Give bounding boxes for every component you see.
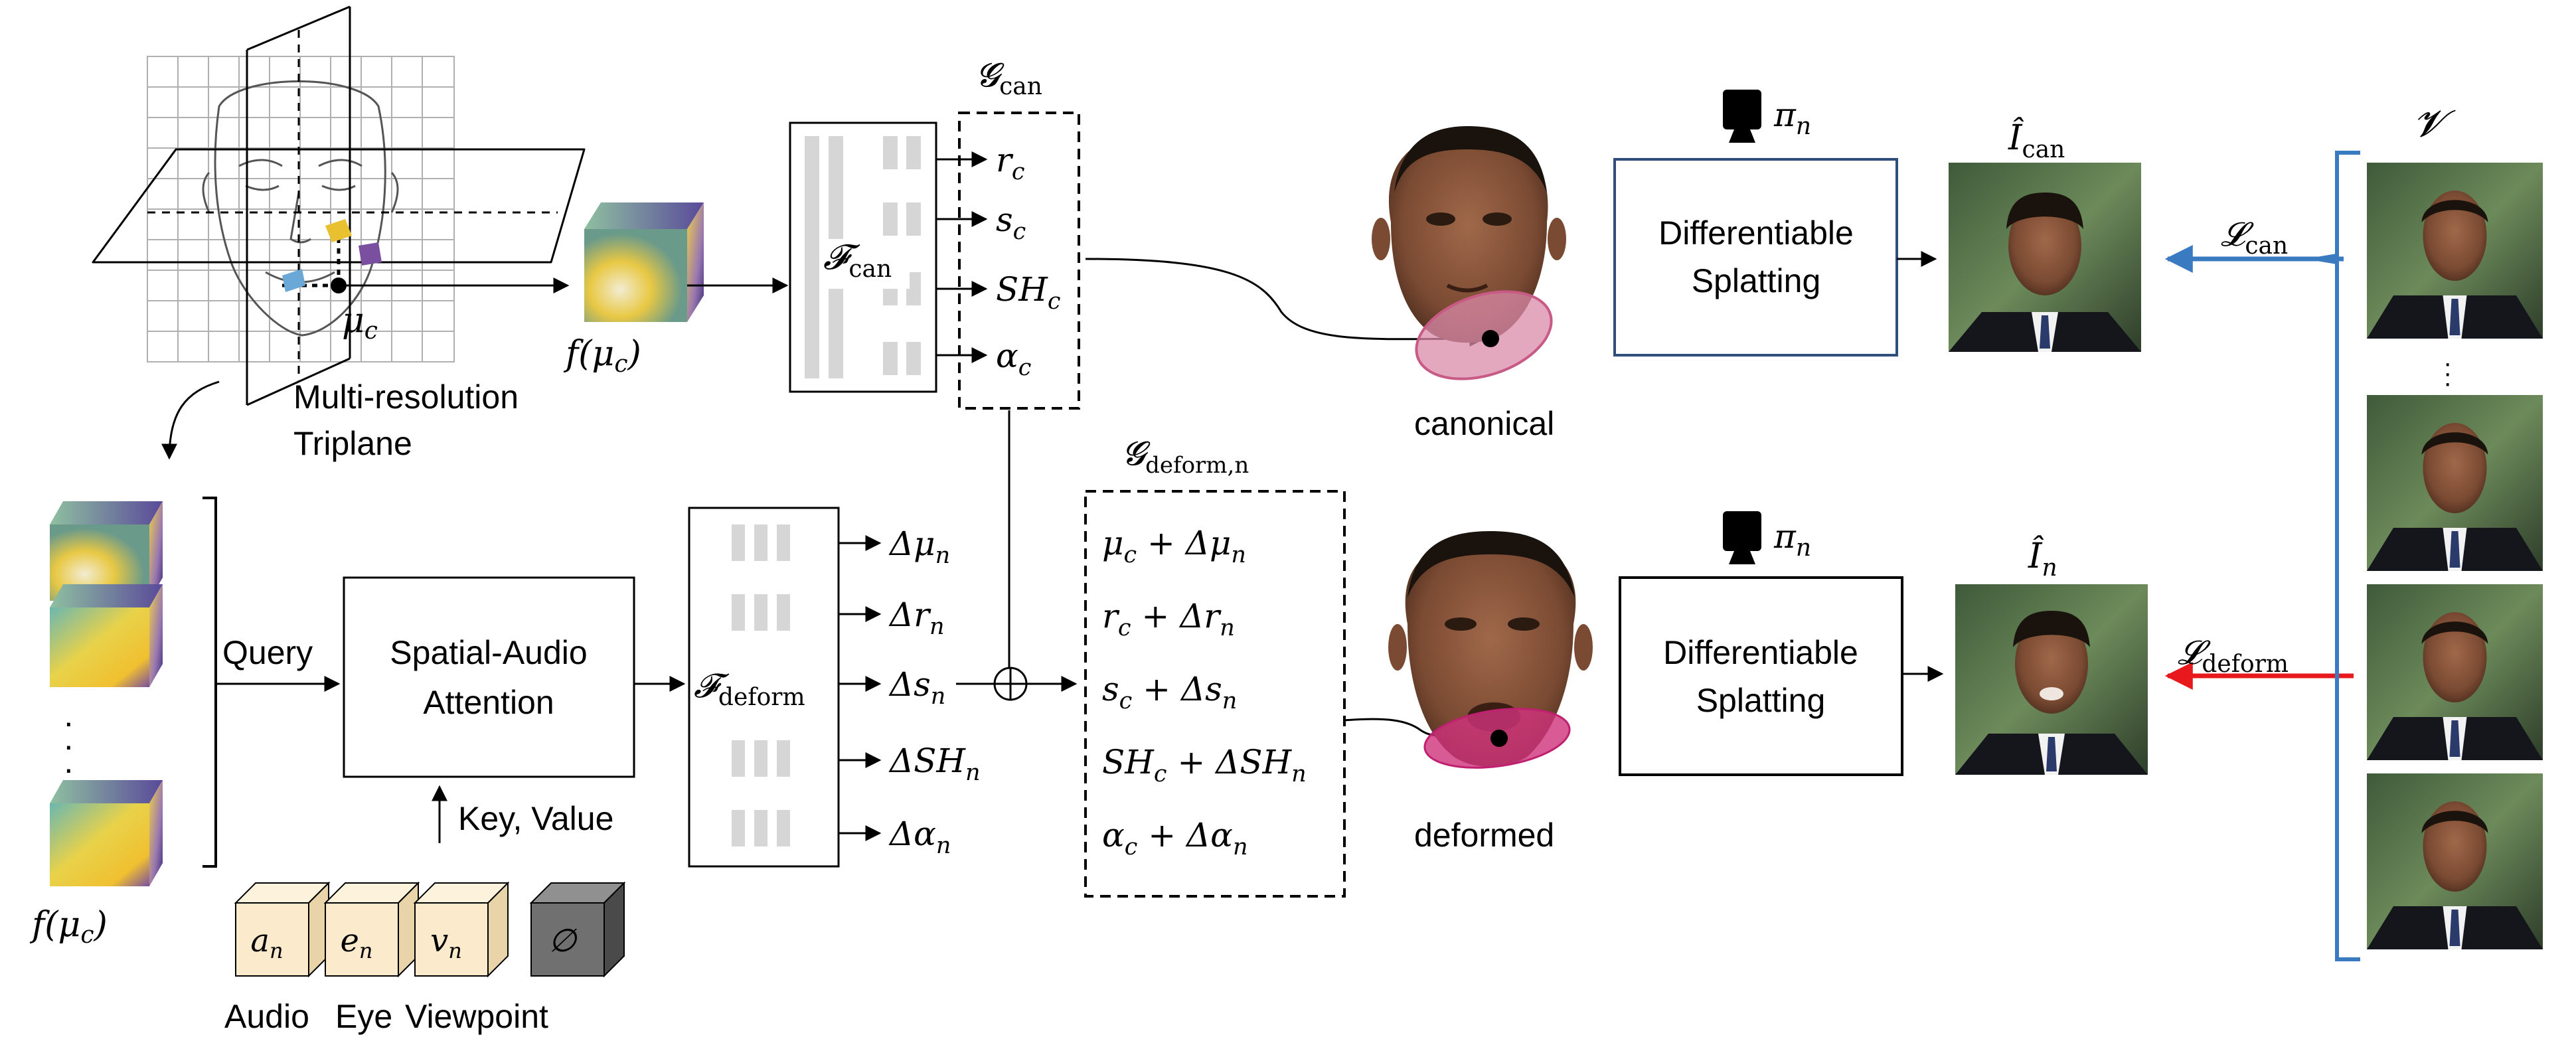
I-n-image: În <box>1955 535 2148 775</box>
deform-output-2: Δsn <box>888 665 945 710</box>
video-frame-1 <box>2367 395 2543 571</box>
canonical-face: canonical <box>1372 126 1566 442</box>
splat-can-line2: Splatting <box>1692 262 1821 299</box>
condition-symbol-0: an <box>250 922 283 963</box>
can-output-3: αc <box>996 337 1031 381</box>
G-deform-label: 𝓖deform,n <box>1122 434 1249 479</box>
condition-cube-1: en <box>323 881 420 978</box>
key-value-label: Key, Value <box>458 800 613 837</box>
splat-deform-line1: Differentiable <box>1663 634 1858 671</box>
deform-output-3: ΔSHn <box>888 742 981 786</box>
condition-symbol-1: en <box>340 922 372 963</box>
condition-cube-2: vn <box>413 881 510 978</box>
attention-line2: Attention <box>423 684 554 721</box>
deform-output-4: Δαn <box>888 815 951 859</box>
video-bracket <box>2316 151 2360 961</box>
splat-can-line1: Differentiable <box>1658 214 1854 252</box>
condition-label-2: Viewpoint <box>405 998 548 1035</box>
deform-output-1: Δrn <box>888 596 945 640</box>
F-can-label: 𝓕can <box>823 238 892 283</box>
triplane: μc Multi-resolution Triplane <box>92 5 586 462</box>
condition-symbol-3: ∅ <box>548 922 578 959</box>
splat-deform-line2: Splatting <box>1696 682 1826 719</box>
condition-symbol-2: vn <box>430 922 462 963</box>
video-dots: · <box>2443 359 2452 388</box>
condition-cube-3: ∅ <box>529 881 626 978</box>
attention-block: Spatial-Audio Attention <box>343 576 635 778</box>
splatting-canonical: πn Differentiable Splatting <box>1613 90 1898 357</box>
feature-cube: f(μc) <box>563 202 704 378</box>
feature-label-left: f(μc) <box>29 905 108 949</box>
deform-sum-0: μc + Δμn <box>1102 524 1246 568</box>
I-n-label: În <box>2028 535 2057 582</box>
mu-c-point <box>331 278 347 293</box>
svg-text:·: · <box>2443 349 2452 378</box>
triplane-grid <box>147 56 455 362</box>
arrow-Gcan-to-canonical <box>1085 258 1486 347</box>
triplane-label-1: Multi-resolution <box>293 378 519 416</box>
pi-n-label-deform: πn <box>1773 517 1811 562</box>
video-frames <box>2367 163 2543 949</box>
G-can-label: 𝓖can <box>976 56 1042 100</box>
video-frame-3 <box>2367 773 2543 949</box>
feature-stack: · · · f(μc) <box>29 497 217 949</box>
stack-dots: · <box>63 704 74 741</box>
video-frame-2 <box>2367 584 2543 760</box>
deformed-label: deformed <box>1414 817 1554 854</box>
F-can-network: 𝓕can <box>789 121 937 393</box>
can-output-1: sc <box>996 200 1026 245</box>
svg-text:·: · <box>63 750 74 787</box>
mu-c-label: μc <box>342 301 378 345</box>
svg-text:·: · <box>63 727 74 764</box>
attention-line1: Spatial-Audio <box>390 634 587 671</box>
camera-icon-can <box>1723 90 1761 143</box>
pi-n-label-can: πn <box>1773 96 1811 140</box>
L-can-label: 𝓛can <box>2221 215 2288 260</box>
L-deform-label: 𝓛deform <box>2178 633 2289 678</box>
can-output-2: SHc <box>996 270 1060 315</box>
deform-output-0: Δμn <box>888 524 950 569</box>
triplane-label-2: Triplane <box>293 425 412 462</box>
I-can-image: Îcan <box>1949 117 2141 352</box>
stack-cube-3 <box>50 780 163 886</box>
deform-sum-4: αc + Δαn <box>1102 816 1248 860</box>
horizontal-plane <box>92 148 586 264</box>
can-output-0: rc <box>996 141 1025 185</box>
triplane-sample-dots <box>282 219 382 293</box>
vertical-plane-top <box>246 5 351 51</box>
condition-cube-0: an <box>234 881 331 978</box>
camera-icon-deform <box>1723 511 1761 564</box>
svg-text:·: · <box>2443 368 2452 398</box>
splatting-deformed: πn Differentiable Splatting <box>1619 511 1903 776</box>
deformed-face: deformed <box>1388 531 1593 854</box>
arrow-triplane-to-features <box>161 380 220 460</box>
deform-sum-3: SHc + ΔSHn <box>1102 743 1307 787</box>
canonical-label: canonical <box>1414 405 1554 442</box>
query-label: Query <box>222 634 313 671</box>
stack-cube-2 <box>50 584 163 687</box>
condition-label-0: Audio <box>224 998 309 1035</box>
V-label: 𝓥 <box>2413 102 2456 145</box>
video-frame-0 <box>2367 163 2543 339</box>
condition-label-1: Eye <box>335 998 392 1035</box>
F-deform-network: 𝓕deform <box>688 507 840 868</box>
I-can-label: Îcan <box>2008 117 2065 163</box>
deform-sum-2: sc + Δsn <box>1102 670 1237 714</box>
feature-label: f(μc) <box>563 334 641 378</box>
deform-sum-1: rc + Δrn <box>1102 597 1235 641</box>
sum-operator <box>956 667 1078 701</box>
